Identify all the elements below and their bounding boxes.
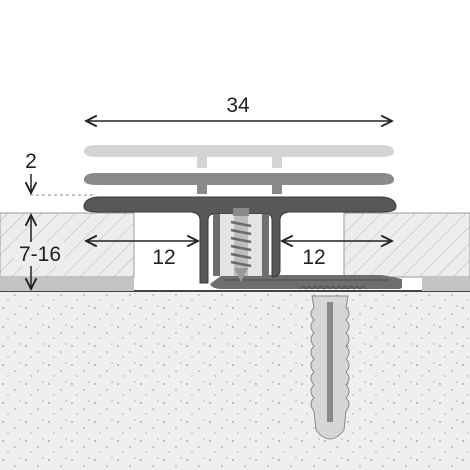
right-floor-covering [343,212,470,291]
profile-ghost-high [84,145,394,168]
dim-label-right-width: 12 [302,246,325,269]
dim-label-overall-width: 34 [226,94,250,117]
left-underlay [0,277,134,291]
profile-base-rail [210,275,402,290]
right-underlay [422,277,470,291]
dim-label-top-offset: 2 [25,150,37,173]
profile-ghost-mid [84,173,394,194]
screed-base [0,291,470,470]
dowel-icon [310,295,350,440]
dim-label-left-width: 12 [152,246,175,269]
screw-icon [230,208,252,282]
dim-label-height-range: 7-16 [19,243,61,266]
